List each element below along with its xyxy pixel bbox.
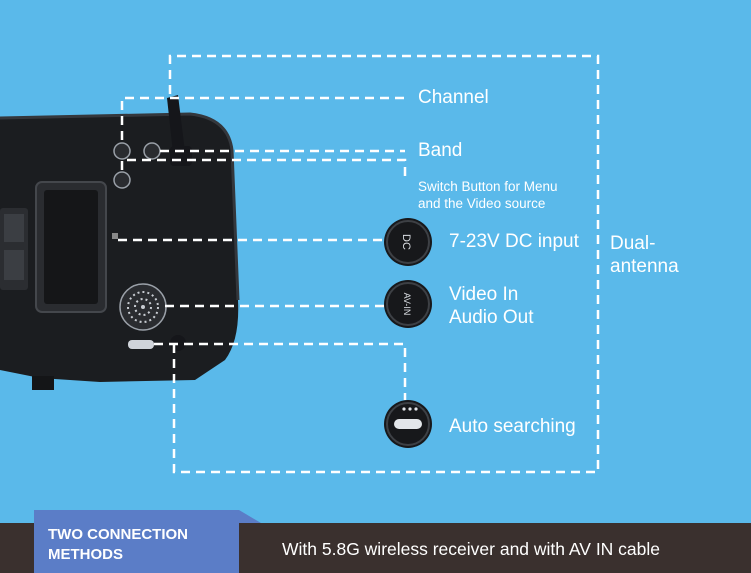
channel-button[interactable] [113,142,131,160]
label-video-in: Video In [449,284,519,305]
label-channel: Channel [418,87,489,108]
connection-methods-text: With 5.8G wireless receiver and with AV … [282,539,661,559]
speaker-grille [119,283,167,331]
label-dual-line1: Dual- [610,233,656,254]
connection-methods-title: TWO CONNECTION METHODS [48,525,188,565]
label-switch-line2: and the Video source [418,196,546,211]
auto-search-switch[interactable] [128,340,154,349]
dc-input-icon: DC [384,218,432,266]
band-button[interactable] [143,142,161,160]
avin-mark: AV-IN [402,293,412,316]
label-dual-line2: antenna [610,256,679,277]
label-switch-line1: Switch Button for Menu [418,179,558,194]
label-band: Band [418,140,463,161]
connection-methods-tab: TWO CONNECTION METHODS [34,510,261,573]
goggle-device [0,95,240,390]
dc-mark: DC [400,234,412,250]
label-dc-input: 7-23V DC input [449,231,579,252]
av-in-icon: AV-IN [384,280,432,328]
dc-port [112,233,118,239]
label-audio-out: Audio Out [449,307,534,328]
title-line1: TWO CONNECTION [48,526,188,543]
auto-search-icon [384,400,432,448]
antenna [167,95,186,162]
label-auto-searching: Auto searching [449,416,576,437]
switch-button[interactable] [113,171,131,189]
title-line2: METHODS [48,546,123,563]
connector-lines [118,54,600,474]
